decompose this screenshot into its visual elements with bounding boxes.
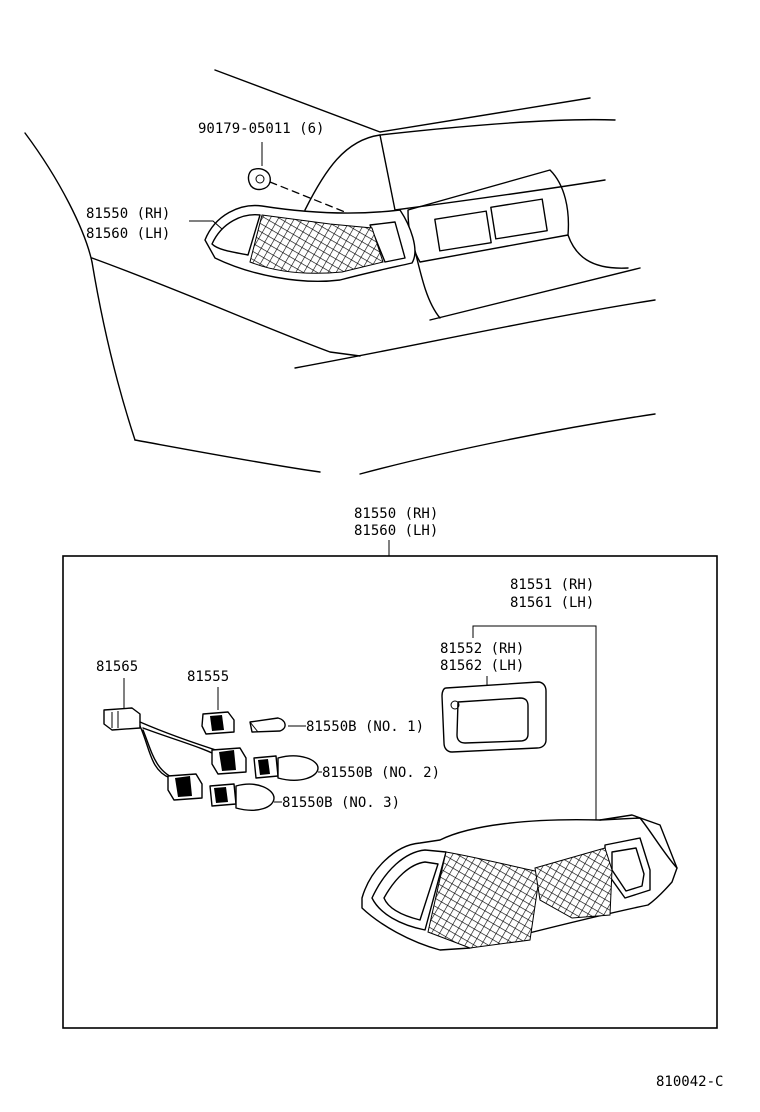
lens-label-lh: 81561 (LH)	[510, 595, 594, 611]
socket-and-bulb-no2	[211, 747, 322, 781]
assembly-frame	[62, 555, 718, 1029]
top-lamp-label-rh: 81550 (RH)	[86, 206, 170, 222]
gasket	[441, 681, 547, 753]
assy-label-lh: 81560 (LH)	[354, 523, 438, 539]
lens-leader	[472, 625, 597, 822]
socket-81555	[201, 711, 235, 735]
bulb-no1	[249, 717, 306, 733]
wire-label: 81565	[96, 659, 138, 675]
bulb2-label: 81550B (NO. 2)	[322, 765, 440, 781]
figure-code: 810042-C	[656, 1074, 723, 1090]
gasket-label-lh: 81562 (LH)	[440, 658, 524, 674]
top-lamp-label-lh: 81560 (LH)	[86, 226, 170, 242]
vehicle-rear-illustration	[24, 69, 656, 475]
socket-label: 81555	[187, 669, 229, 685]
wire-harness	[103, 707, 223, 781]
bulb1-label: 81550B (NO. 1)	[306, 719, 424, 735]
gasket-label-rh: 81552 (RH)	[440, 641, 524, 657]
lens-label-rh: 81551 (RH)	[510, 577, 594, 593]
clip-label: 90179-05011 (6)	[198, 121, 324, 137]
assy-label-rh: 81550 (RH)	[354, 506, 438, 522]
bulb3-label: 81550B (NO. 3)	[282, 795, 400, 811]
socket-and-bulb-no3	[167, 773, 282, 811]
tail-lamp-lens	[361, 814, 678, 951]
